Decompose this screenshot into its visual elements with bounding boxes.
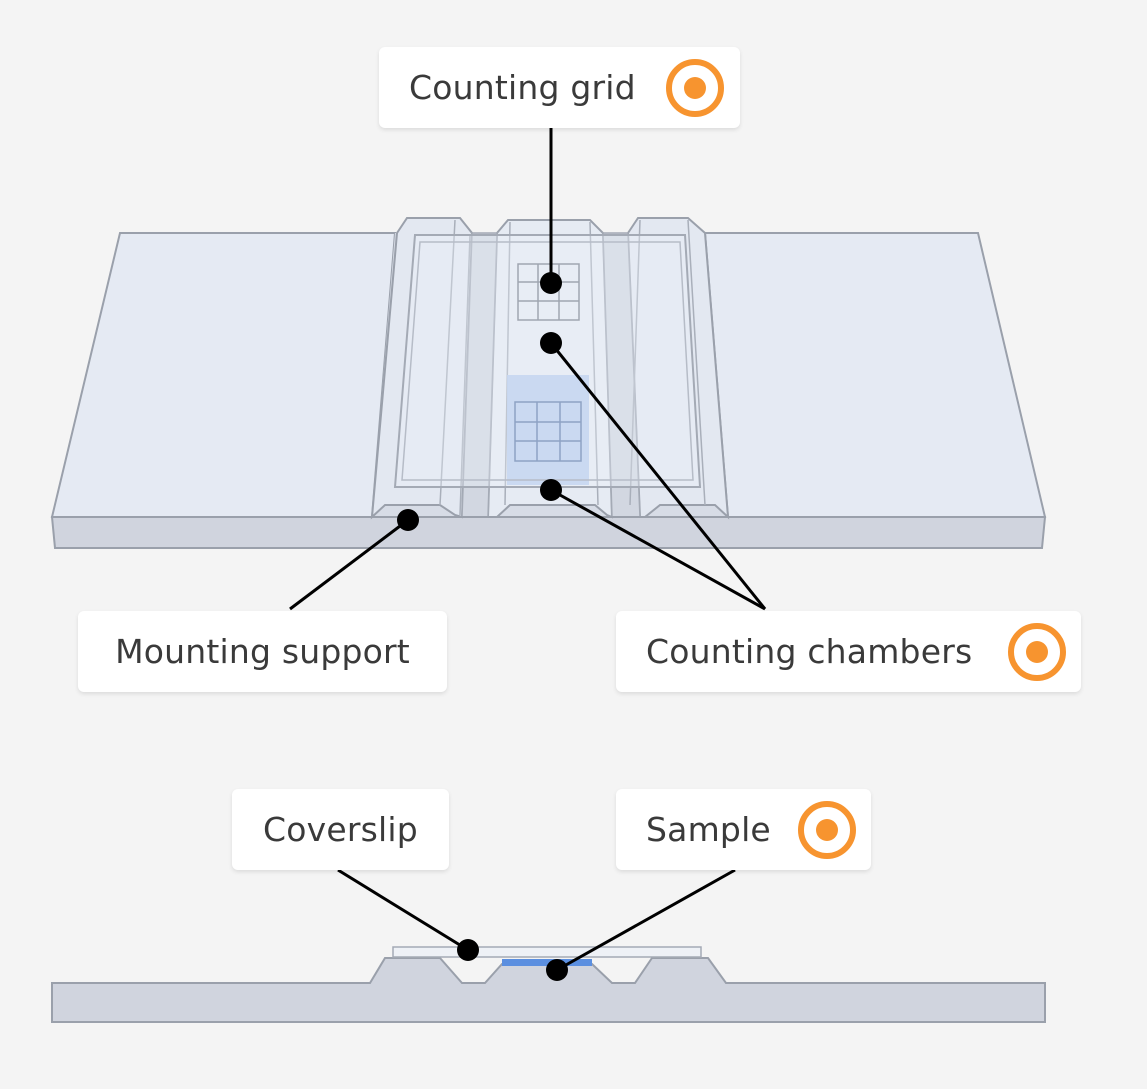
cross-section-view: [51, 946, 1046, 1023]
leader-coverslip: [337, 868, 469, 952]
label-sample: Sample: [616, 789, 871, 870]
anchor-dot-chambers-upper: [540, 332, 562, 354]
label-counting-grid-text: Counting grid: [409, 68, 636, 107]
anchor-dot-counting-grid: [540, 272, 562, 294]
perspective-view: [50, 217, 1047, 549]
leader-mounting-support: [289, 518, 409, 611]
cross-section-sample: [502, 959, 592, 966]
leader-sample: [556, 868, 736, 972]
label-coverslip: Coverslip: [232, 789, 449, 870]
counting-grid-lower: [514, 401, 582, 462]
slide-front-face: [50, 516, 1047, 549]
target-icon[interactable]: [1008, 623, 1066, 681]
label-sample-text: Sample: [646, 810, 771, 849]
coverslip-outline: [393, 234, 702, 488]
anchor-dot-mounting-support: [397, 509, 419, 531]
leader-chambers-lower: [550, 488, 766, 611]
central-platform: [370, 217, 730, 520]
anchor-dot-sample: [546, 959, 568, 981]
slide-right-top: [703, 232, 1047, 518]
label-mounting-support: Mounting support: [78, 611, 447, 692]
leader-lines: [289, 128, 767, 972]
leader-chambers-upper: [549, 342, 767, 610]
sample-tint: [507, 375, 589, 485]
cross-section-coverslip: [392, 946, 702, 958]
label-counting-grid: Counting grid: [379, 47, 740, 128]
anchor-dots: [397, 272, 568, 981]
target-icon[interactable]: [798, 801, 856, 859]
target-icon[interactable]: [666, 59, 724, 117]
anchor-dot-coverslip: [457, 939, 479, 961]
label-mounting-support-text: Mounting support: [115, 632, 410, 671]
label-counting-chambers: Counting chambers: [616, 611, 1081, 692]
anchor-dot-chambers-lower: [540, 479, 562, 501]
label-counting-chambers-text: Counting chambers: [646, 632, 973, 671]
slide-left-top: [50, 232, 397, 518]
cross-section-base: [51, 957, 1046, 1023]
label-coverslip-text: Coverslip: [263, 810, 418, 849]
